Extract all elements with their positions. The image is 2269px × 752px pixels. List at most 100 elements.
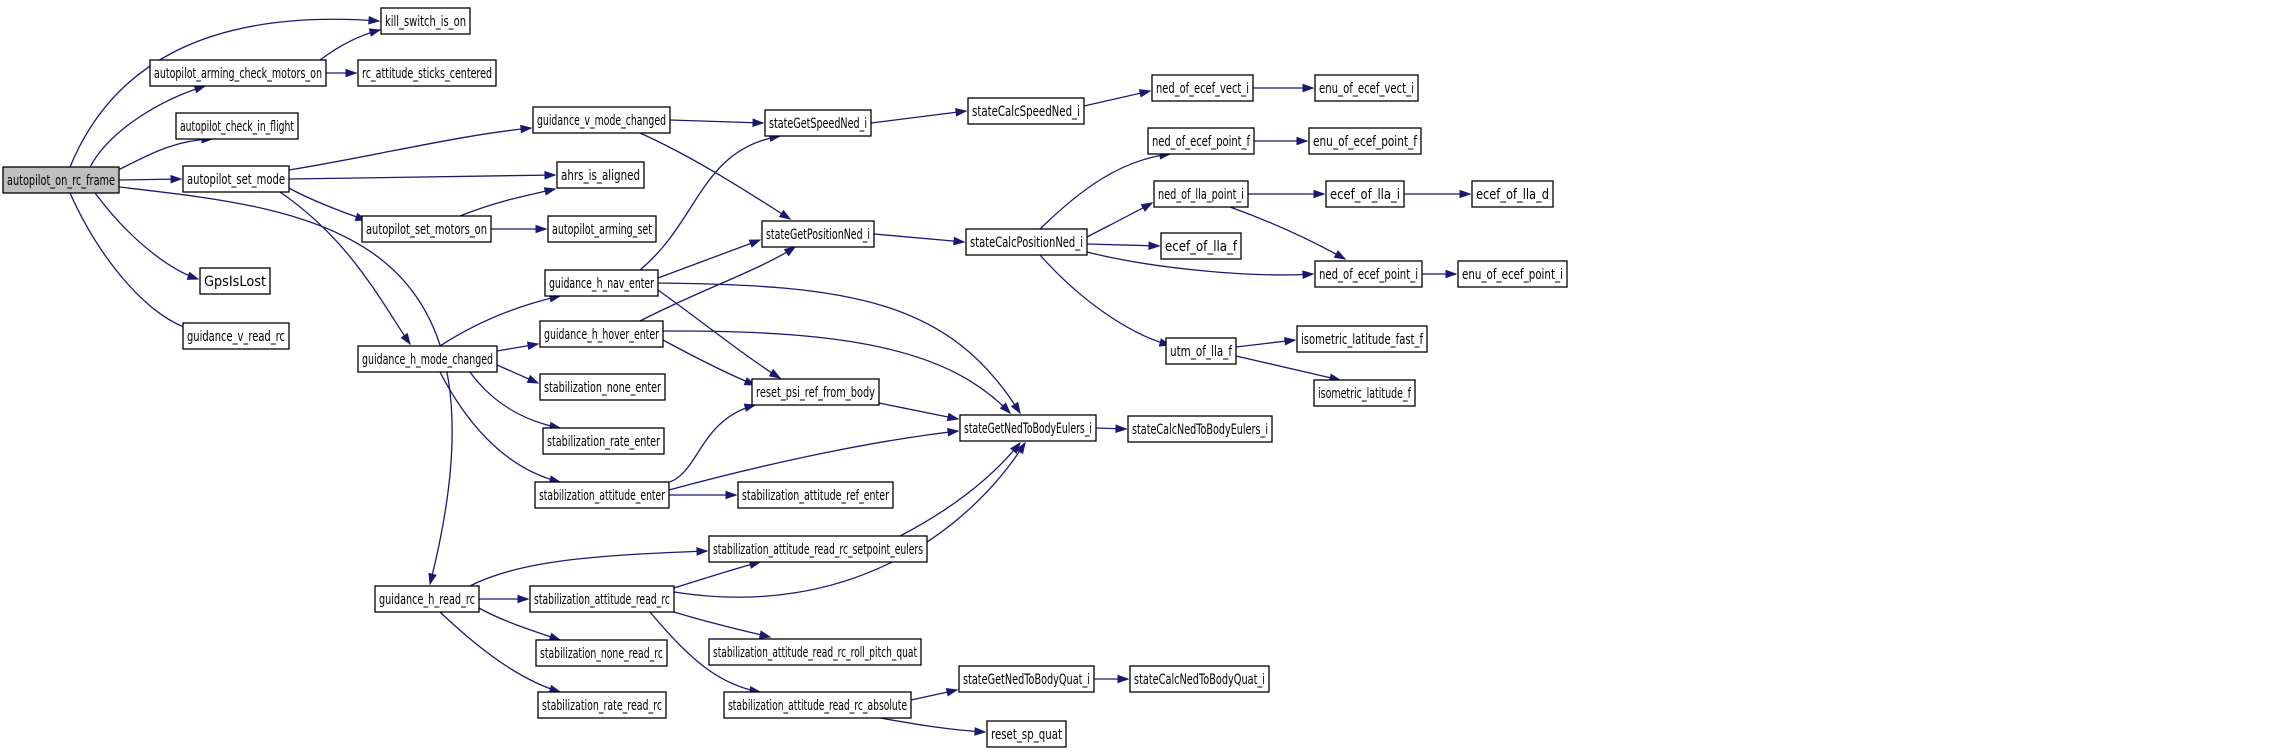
- edge-arrowhead: [520, 124, 533, 134]
- node-autopilot_arming_set[interactable]: autopilot_arming_set: [547, 215, 657, 243]
- node-autopilot_on_rc_frame[interactable]: autopilot_on_rc_frame: [2, 166, 120, 194]
- node-box[interactable]: [959, 414, 1097, 442]
- node-box[interactable]: [723, 691, 912, 719]
- node-box[interactable]: [539, 373, 666, 401]
- node-box[interactable]: [149, 59, 327, 87]
- node-stabilization_attitude_read_rc_roll_pitch_quat[interactable]: stabilization_attitude_read_rc_roll_pitc…: [708, 638, 922, 666]
- node-ned_of_ecef_vect_i[interactable]: ned_of_ecef_vect_i: [1151, 74, 1254, 102]
- node-guidance_v_read_rc[interactable]: guidance_v_read_rc: [182, 322, 290, 350]
- node-box[interactable]: [1151, 74, 1254, 102]
- node-rc_attitude_sticks_centered[interactable]: rc_attitude_sticks_centered: [357, 59, 497, 87]
- node-box[interactable]: [537, 691, 667, 719]
- node-stateGetNedToBodyEulers_i[interactable]: stateGetNedToBodyEulers_i: [959, 414, 1097, 442]
- node-stabilization_rate_read_rc[interactable]: stabilization_rate_read_rc: [537, 691, 667, 719]
- node-enu_of_ecef_point_i[interactable]: enu_of_ecef_point_i: [1457, 260, 1568, 288]
- node-box[interactable]: [532, 106, 671, 134]
- node-ecef_of_lla_d[interactable]: ecef_of_lla_d: [1471, 180, 1554, 208]
- node-box[interactable]: [1325, 180, 1405, 208]
- node-stabilization_none_enter[interactable]: stabilization_none_enter: [539, 373, 666, 401]
- node-box[interactable]: [182, 165, 290, 193]
- node-box[interactable]: [1147, 127, 1255, 155]
- node-utm_of_lla_f[interactable]: utm_of_lla_f: [1165, 337, 1237, 365]
- node-box[interactable]: [357, 345, 498, 373]
- node-stateGetPositionNed_i[interactable]: stateGetPositionNed_i: [761, 220, 875, 248]
- node-box[interactable]: [380, 7, 471, 35]
- node-stabilization_attitude_read_rc_setpoint_eulers[interactable]: stabilization_attitude_read_rc_setpoint_…: [708, 535, 928, 563]
- node-box[interactable]: [1165, 337, 1237, 365]
- node-box[interactable]: [708, 638, 922, 666]
- node-stateCalcNedToBodyEulers_i[interactable]: stateCalcNedToBodyEulers_i: [1127, 415, 1273, 443]
- node-ecef_of_lla_f[interactable]: ecef_of_lla_f: [1160, 232, 1242, 260]
- node-box[interactable]: [556, 161, 645, 189]
- node-box[interactable]: [737, 481, 894, 509]
- node-box[interactable]: [761, 220, 875, 248]
- node-stabilization_attitude_read_rc[interactable]: stabilization_attitude_read_rc: [529, 585, 675, 613]
- node-stabilization_attitude_enter[interactable]: stabilization_attitude_enter: [534, 481, 670, 509]
- node-box[interactable]: [535, 639, 668, 667]
- node-isometric_latitude_f[interactable]: isometric_latitude_f: [1313, 379, 1416, 407]
- node-box[interactable]: [958, 665, 1095, 693]
- node-box[interactable]: [751, 378, 880, 406]
- node-box[interactable]: [1153, 180, 1249, 208]
- node-stateCalcPositionNed_i[interactable]: stateCalcPositionNed_i: [965, 228, 1088, 256]
- node-box[interactable]: [1471, 180, 1554, 208]
- node-autopilot_set_motors_on[interactable]: autopilot_set_motors_on: [361, 215, 492, 243]
- node-stateCalcSpeedNed_i[interactable]: stateCalcSpeedNed_i: [967, 97, 1085, 125]
- node-stabilization_attitude_ref_enter[interactable]: stabilization_attitude_ref_enter: [737, 481, 894, 509]
- node-ned_of_lla_point_i[interactable]: ned_of_lla_point_i: [1153, 180, 1249, 208]
- node-guidance_h_nav_enter[interactable]: guidance_h_nav_enter: [544, 269, 659, 297]
- node-stabilization_attitude_read_rc_absolute[interactable]: stabilization_attitude_read_rc_absolute: [723, 691, 912, 719]
- node-reset_psi_ref_from_body[interactable]: reset_psi_ref_from_body: [751, 378, 880, 406]
- node-box[interactable]: [1160, 232, 1242, 260]
- node-box[interactable]: [357, 59, 497, 87]
- node-box[interactable]: [542, 427, 665, 455]
- node-isometric_latitude_fast_f[interactable]: isometric_latitude_fast_f: [1296, 325, 1428, 353]
- node-box[interactable]: [175, 112, 299, 140]
- node-stabilization_none_read_rc[interactable]: stabilization_none_read_rc: [535, 639, 668, 667]
- node-autopilot_arming_check_motors_on[interactable]: autopilot_arming_check_motors_on: [149, 59, 327, 87]
- node-box[interactable]: [764, 109, 872, 137]
- node-enu_of_ecef_vect_i[interactable]: enu_of_ecef_vect_i: [1314, 74, 1419, 102]
- node-box[interactable]: [1308, 127, 1422, 155]
- node-stateCalcNedToBodyQuat_i[interactable]: stateCalcNedToBodyQuat_i: [1129, 665, 1270, 693]
- node-box[interactable]: [1314, 74, 1419, 102]
- node-box[interactable]: [2, 166, 120, 194]
- node-guidance_h_read_rc[interactable]: guidance_h_read_rc: [374, 585, 480, 613]
- node-ned_of_ecef_point_f[interactable]: ned_of_ecef_point_f: [1147, 127, 1255, 155]
- node-autopilot_set_mode[interactable]: autopilot_set_mode: [182, 165, 290, 193]
- node-box[interactable]: [529, 585, 675, 613]
- node-box[interactable]: [1129, 665, 1270, 693]
- node-autopilot_check_in_flight[interactable]: autopilot_check_in_flight: [175, 112, 299, 140]
- node-guidance_v_mode_changed[interactable]: guidance_v_mode_changed: [532, 106, 671, 134]
- node-box[interactable]: [1313, 379, 1416, 407]
- node-box[interactable]: [965, 228, 1088, 256]
- node-ned_of_ecef_point_i[interactable]: ned_of_ecef_point_i: [1314, 260, 1423, 288]
- node-box[interactable]: [1314, 260, 1423, 288]
- node-box[interactable]: [199, 267, 271, 295]
- node-box[interactable]: [547, 215, 657, 243]
- node-ahrs_is_aligned[interactable]: ahrs_is_aligned: [556, 161, 645, 189]
- node-box[interactable]: [544, 269, 659, 297]
- node-stateGetSpeedNed_i[interactable]: stateGetSpeedNed_i: [764, 109, 872, 137]
- node-box[interactable]: [361, 215, 492, 243]
- node-box[interactable]: [374, 585, 480, 613]
- node-reset_sp_quat[interactable]: reset_sp_quat: [986, 720, 1067, 748]
- node-kill_switch_is_on[interactable]: kill_switch_is_on: [380, 7, 471, 35]
- node-box[interactable]: [534, 481, 670, 509]
- node-box[interactable]: [1296, 325, 1428, 353]
- node-enu_of_ecef_point_f[interactable]: enu_of_ecef_point_f: [1308, 127, 1422, 155]
- node-box[interactable]: [708, 535, 928, 563]
- node-box[interactable]: [986, 720, 1067, 748]
- node-stateGetNedToBodyQuat_i[interactable]: stateGetNedToBodyQuat_i: [958, 665, 1095, 693]
- node-box[interactable]: [182, 322, 290, 350]
- node-box[interactable]: [967, 97, 1085, 125]
- edge-autopilot_arming_check_motors_on-to-kill_switch_is_on: [319, 28, 382, 61]
- node-box[interactable]: [539, 320, 664, 348]
- node-ecef_of_lla_i[interactable]: ecef_of_lla_i: [1325, 180, 1405, 208]
- node-GpsIsLost[interactable]: GpsIsLost: [199, 267, 271, 295]
- node-stabilization_rate_enter[interactable]: stabilization_rate_enter: [542, 427, 665, 455]
- node-box[interactable]: [1457, 260, 1568, 288]
- node-guidance_h_hover_enter[interactable]: guidance_h_hover_enter: [539, 320, 664, 348]
- node-box[interactable]: [1127, 415, 1273, 443]
- node-guidance_h_mode_changed[interactable]: guidance_h_mode_changed: [357, 345, 498, 373]
